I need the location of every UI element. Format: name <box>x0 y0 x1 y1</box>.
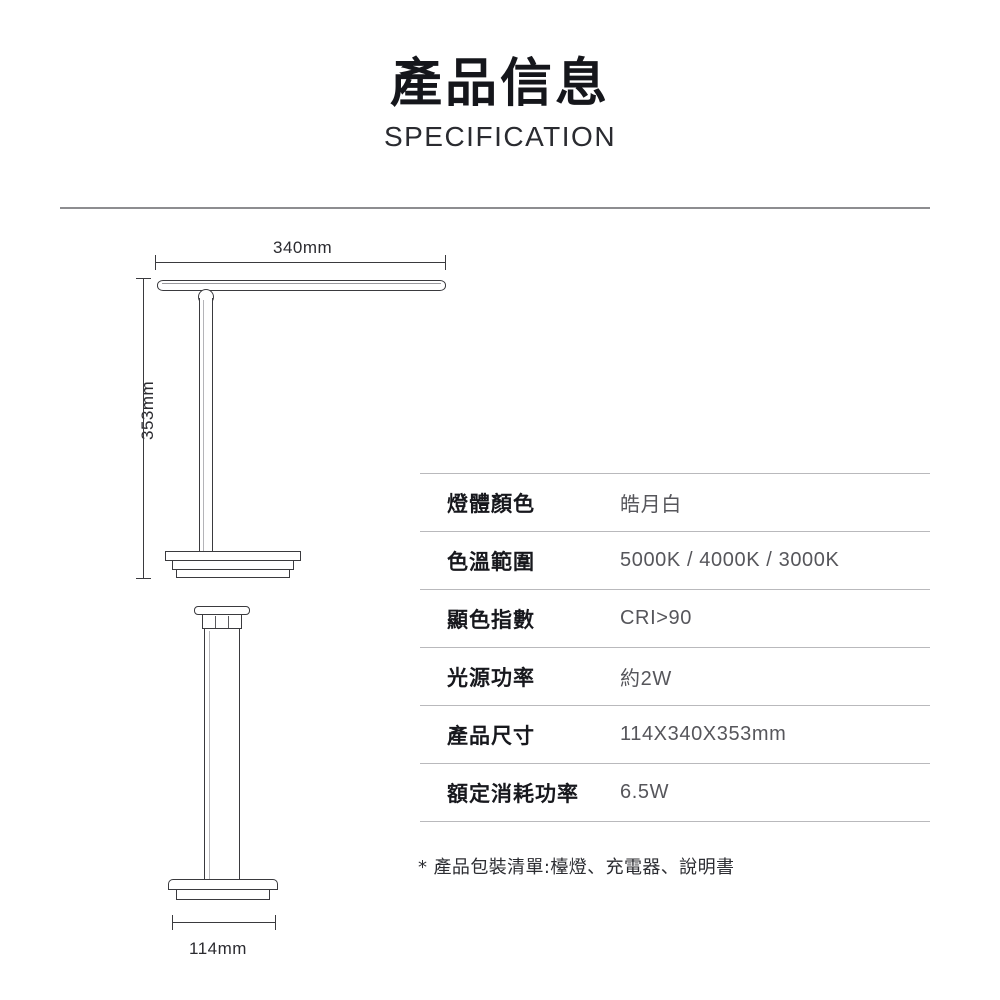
lamp-base-side-lower <box>176 570 290 578</box>
lamp-head-seam <box>162 283 441 284</box>
lamp-cap-divider-left <box>215 616 216 628</box>
table-row: 產品尺寸 114X340X353mm <box>420 705 930 763</box>
table-row: 顯色指數 CRI>90 <box>420 589 930 647</box>
page-title: 產品信息 <box>389 54 610 114</box>
header-divider <box>60 207 930 209</box>
lamp-head-bar <box>157 280 446 291</box>
lamp-column-front <box>204 629 240 883</box>
spec-value: 約2W <box>620 668 672 690</box>
table-row: 燈體顏色 皓月白 <box>420 473 930 531</box>
spec-label: 顯色指數 <box>447 607 535 632</box>
spec-value: 114X340X353mm <box>620 723 787 745</box>
lamp-arm-side-seam <box>203 300 204 552</box>
lamp-cap-divider-right <box>228 616 229 628</box>
technical-drawing: 340mm 353mm 114mm <box>0 0 470 1000</box>
lamp-base-front-top <box>168 879 278 890</box>
lamp-base-side-top <box>165 551 301 561</box>
spec-label: 色溫範圍 <box>447 549 535 574</box>
spec-label: 額定消耗功率 <box>447 781 579 806</box>
spec-label: 燈體顏色 <box>447 491 535 516</box>
spec-label: 光源功率 <box>447 665 535 690</box>
dimension-label-depth: 114mm <box>189 939 247 958</box>
dimension-line-height <box>143 278 144 578</box>
spec-value: CRI>90 <box>620 607 692 629</box>
table-row: 光源功率 約2W <box>420 647 930 705</box>
lamp-base-side-middle <box>172 561 294 570</box>
dimension-label-height: 353mm <box>138 380 157 440</box>
dimension-line-width <box>155 262 446 263</box>
spec-value: 皓月白 <box>620 494 682 516</box>
dimension-tick-height-bottom <box>136 578 151 579</box>
spec-value: 6.5W <box>620 781 670 803</box>
dimension-tick-width-left <box>155 255 156 270</box>
lamp-cap-neck <box>202 615 242 629</box>
lamp-arm-side <box>199 298 213 554</box>
table-row: 額定消耗功率 6.5W <box>420 763 930 822</box>
specification-table: 燈體顏色 皓月白 色溫範圍 5000K / 4000K / 3000K 顯色指數… <box>420 473 930 822</box>
page-header: 產品信息 SPECIFICATION <box>0 54 1000 154</box>
lamp-base-front-lower <box>176 890 270 900</box>
dimension-tick-height-top <box>136 278 151 279</box>
spec-label: 產品尺寸 <box>447 723 535 748</box>
packing-list-footnote: * 產品包裝清單:檯燈、充電器、說明書 <box>418 857 735 878</box>
lamp-column-front-seam <box>209 631 210 881</box>
page-subtitle: SPECIFICATION <box>383 121 617 152</box>
spec-value: 5000K / 4000K / 3000K <box>620 549 840 571</box>
dimension-line-depth <box>172 922 275 923</box>
lamp-cap-plate <box>194 606 250 615</box>
dimension-tick-depth-left <box>172 915 173 930</box>
dimension-tick-depth-right <box>275 915 276 930</box>
dimension-label-width: 340mm <box>273 238 333 257</box>
dimension-tick-width-right <box>445 255 446 270</box>
table-row: 色溫範圍 5000K / 4000K / 3000K <box>420 531 930 589</box>
